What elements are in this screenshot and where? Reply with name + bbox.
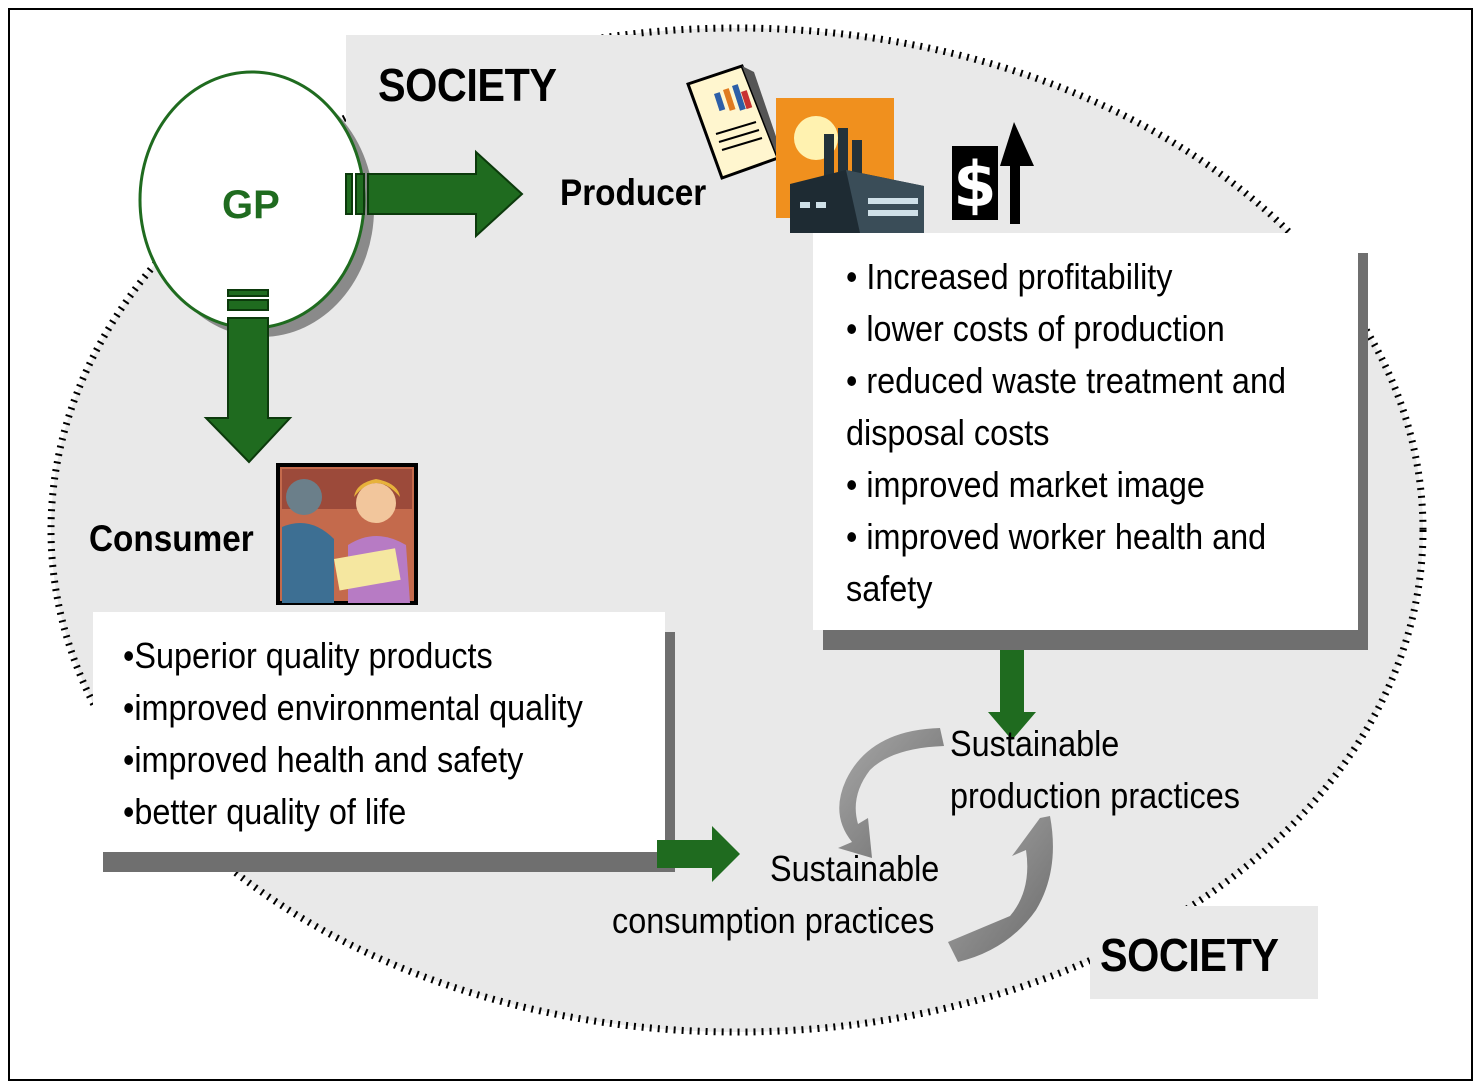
producer-label: Producer [560, 172, 707, 213]
consumer-benefit-item: •improved health and safety [123, 739, 524, 780]
producer-benefit-item: safety [846, 568, 933, 609]
report-chart-icon [686, 64, 782, 180]
producer-benefit-item: • lower costs of production [846, 308, 1225, 349]
society-top-label: SOCIETY [378, 58, 557, 112]
producer-benefit-item: • Increased profitability [846, 256, 1173, 297]
production-practices-line2: production practices [950, 775, 1240, 816]
producer-benefit-item: disposal costs [846, 412, 1050, 453]
factory-icon [776, 98, 924, 233]
gp-label: GP [222, 183, 280, 227]
consumer-benefits-list: •Superior quality products •improved env… [93, 612, 665, 838]
consumer-benefit-item: •Superior quality products [123, 635, 493, 676]
producer-benefits-list: • Increased profitability • lower costs … [813, 233, 1358, 615]
svg-text:$: $ [953, 148, 996, 221]
producer-benefit-item: • reduced waste treatment and [846, 360, 1287, 401]
consumer-benefit-item: •improved environmental quality [123, 687, 583, 728]
production-practices-line1: Sustainable [950, 723, 1120, 764]
consumer-benefit-item: •better quality of life [123, 791, 407, 832]
producer-benefit-item: • improved market image [846, 464, 1205, 505]
business-people-icon [276, 463, 418, 605]
consumption-practices-line2: consumption practices [612, 900, 935, 941]
consumption-practices-line1: Sustainable [770, 848, 940, 889]
consumer-benefits-box: •Superior quality products •improved env… [93, 612, 665, 852]
producer-benefits-box: • Increased profitability • lower costs … [813, 233, 1358, 630]
producer-benefit-item: • improved worker health and [846, 516, 1267, 557]
consumer-label: Consumer [89, 518, 254, 559]
dollar-up-icon: $ [952, 122, 1034, 224]
society-bottom-label: SOCIETY [1100, 928, 1279, 982]
